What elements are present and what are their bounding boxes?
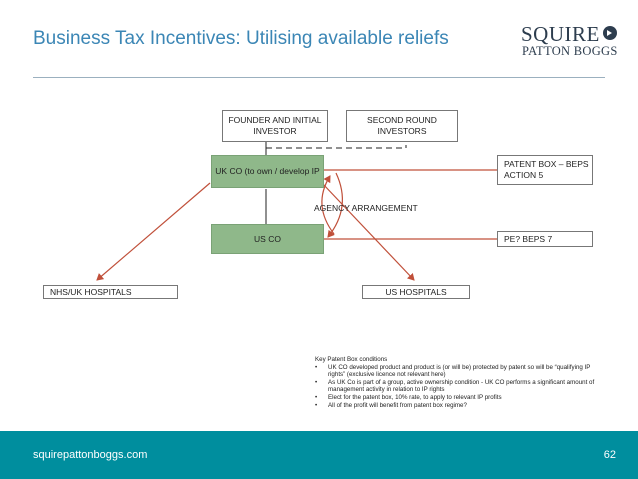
logo-line2: PATTON BOGGS	[522, 44, 618, 58]
condition-item: All of the profit will benefit from pate…	[315, 402, 605, 410]
uk-co-box: UK CO (to own / develop IP	[211, 155, 324, 188]
pe-box: PE? BEPS 7	[497, 231, 593, 247]
us-co-box: US CO	[211, 224, 324, 254]
agency-curve-arrow-back	[321, 175, 335, 235]
nhs-hospitals-box: NHS/UK HOSPITALS	[43, 285, 178, 299]
ukco-to-nhs-arrow	[96, 182, 211, 281]
patent-box-box: PATENT BOX – BEPS ACTION 5	[497, 155, 593, 185]
agency-arrangement-label: AGENCY ARRANGEMENT	[314, 203, 418, 213]
footer-url[interactable]: squirepattonboggs.com	[33, 449, 148, 461]
logo-arrow-icon	[603, 26, 617, 40]
conditions-list: UK CO developed product and product is (…	[315, 364, 605, 410]
us-hospitals-box: US HOSPITALS	[362, 285, 470, 299]
title-divider	[33, 77, 605, 78]
founder-box: FOUNDER AND INITIAL INVESTOR	[222, 110, 328, 142]
ukco-to-ushospitals-arrow	[321, 182, 415, 281]
company-logo: SQUIRE PATTON BOGGS	[521, 22, 621, 68]
slide-title: Business Tax Incentives: Utilising avail…	[33, 28, 449, 49]
conditions-heading: Key Patent Box conditions	[315, 356, 388, 363]
footer-bar: squirepattonboggs.com 62	[0, 431, 638, 479]
page-number: 62	[603, 449, 616, 461]
patent-box-conditions: Key Patent Box conditions UK CO develope…	[315, 356, 605, 409]
condition-item: Elect for the patent box, 10% rate, to a…	[315, 394, 605, 402]
condition-item: UK CO developed product and product is (…	[315, 364, 605, 379]
condition-item: As UK Co is part of a group, active owne…	[315, 379, 605, 394]
second-round-box: SECOND ROUND INVESTORS	[346, 110, 458, 142]
logo-line1: SQUIRE	[521, 22, 600, 46]
